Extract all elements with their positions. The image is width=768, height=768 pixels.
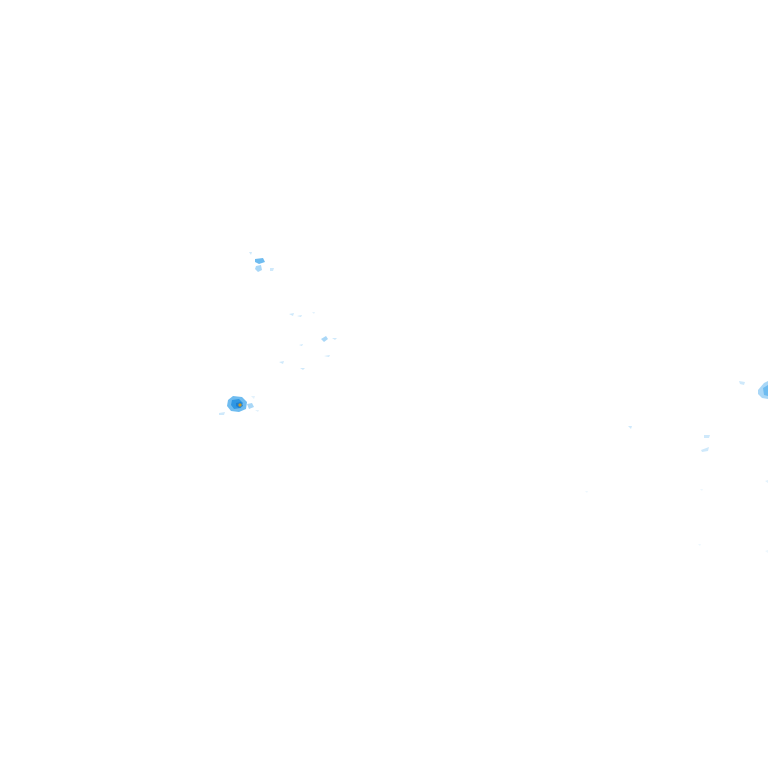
echo-cell (251, 396, 255, 399)
echo-cell (765, 480, 768, 483)
echo-cell (765, 550, 768, 553)
echo-cell (585, 491, 588, 493)
echo-cell (255, 410, 259, 412)
echo-cell (763, 385, 768, 396)
echo-cell (289, 313, 294, 316)
cluster-central-scatter (279, 312, 337, 370)
cluster-east-edge (739, 381, 768, 399)
echo-cell (300, 368, 305, 370)
echo-cell (255, 258, 265, 264)
echo-cell (700, 489, 703, 491)
echo-cell (312, 312, 315, 314)
echo-cell (249, 252, 252, 255)
echo-cell (299, 344, 303, 346)
cluster-east-scatter (585, 426, 768, 553)
cluster-west-core (219, 396, 259, 415)
echo-cell (297, 315, 302, 317)
echo-cell (270, 268, 274, 271)
echo-cell (321, 336, 328, 342)
echo-peak-cell (238, 403, 242, 407)
echo-cell (739, 381, 745, 385)
echo-cell (698, 544, 701, 546)
cluster-northwest (249, 252, 274, 272)
echo-cell (279, 361, 284, 364)
echo-cell (701, 447, 709, 452)
echo-cell (219, 412, 225, 415)
echo-cell (255, 265, 262, 272)
echo-cell (332, 338, 337, 340)
echo-cell (247, 403, 254, 409)
echo-cell (324, 355, 330, 357)
echo-cell (704, 435, 710, 438)
echo-cell (628, 426, 632, 429)
